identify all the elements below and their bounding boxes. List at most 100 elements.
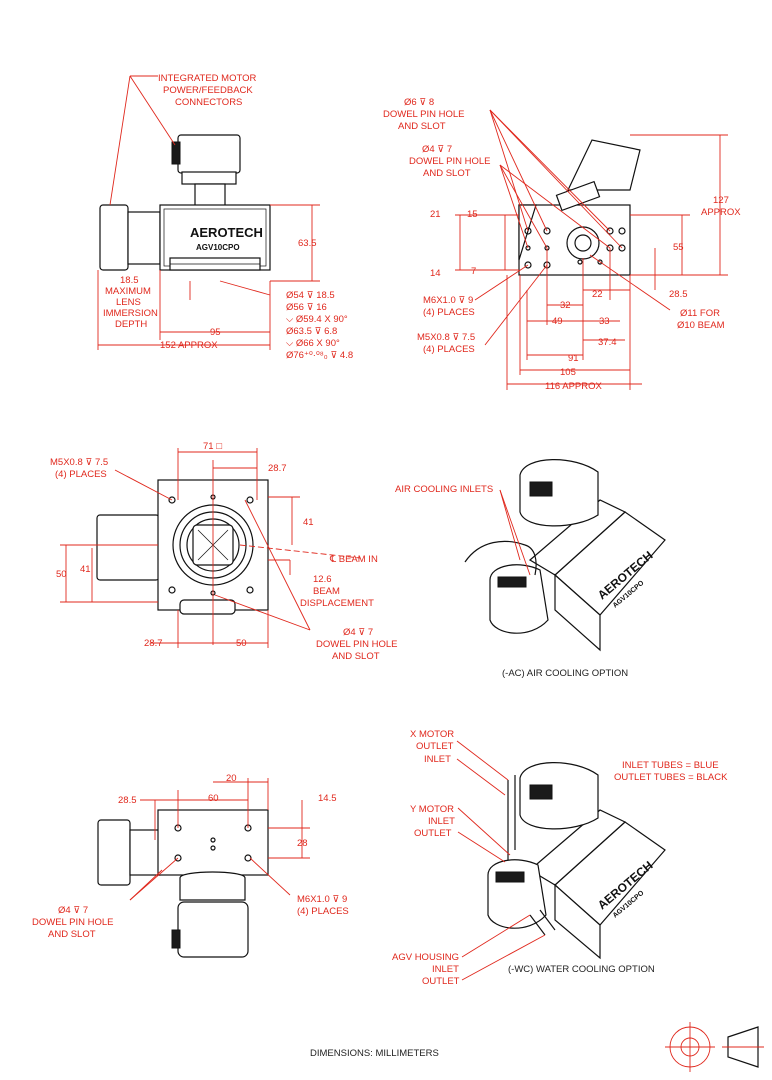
water-housing-side [554, 883, 601, 960]
dim-14-5: 14.5 [318, 793, 337, 804]
projection-symbol [665, 1022, 764, 1072]
dim-28-7-top: 28.7 [268, 463, 287, 474]
bottom-side-motor [97, 819, 131, 886]
dim-91: 91 [568, 353, 579, 364]
water-cooling-iso: AEROTECH AGV10CPO [456, 740, 666, 981]
dim-116: 116 APPROX [545, 381, 603, 392]
bottom-motor [177, 901, 249, 958]
housing-model: AGV10CPO [196, 243, 240, 252]
units-note: DIMENSIONS: MILLIMETERS [310, 1048, 439, 1059]
water-housing-top [528, 809, 627, 886]
dim-22: 22 [592, 289, 603, 300]
agv-housing: AGV HOUSING [392, 952, 459, 963]
bore-spec-6: Ø76⁺⁰·⁰⁸₀ ⊽ 4.8 [286, 350, 353, 361]
dim-lens-2: MAXIMUM [105, 286, 151, 297]
dim-63-5: 63.5 [298, 238, 317, 249]
x-motor: X MOTOR [410, 729, 454, 740]
dim-28-5: 28.5 [669, 289, 688, 300]
top-dowel-3: AND SLOT [332, 651, 380, 662]
dim-14: 14 [430, 268, 441, 279]
b-m6-2: (4) PLACES [297, 906, 349, 917]
front-view: AEROTECH AGV10CPO [97, 75, 320, 350]
top-side-motor [96, 514, 160, 581]
dim-127: 127 [713, 195, 729, 206]
dim-95: 95 [210, 327, 221, 338]
m6-2: (4) PLACES [423, 307, 475, 318]
dim-lens-1: 18.5 [120, 275, 139, 286]
dowel4-1: Ø4 ⊽ 7 [422, 144, 452, 155]
bore-spec-2: Ø56 ⊽ 16 [286, 302, 327, 313]
air-caption: (-AC) AIR COOLING OPTION [502, 668, 628, 679]
air-inlets: AIR COOLING INLETS [395, 484, 493, 495]
dim-32: 32 [560, 300, 571, 311]
air-top-motor [519, 459, 599, 527]
top-dowel-2: DOWEL PIN HOLE [316, 639, 397, 650]
x-motor-inlet: INLET [424, 754, 451, 765]
dim-lens-5: DEPTH [115, 319, 147, 330]
side-chamfer [518, 204, 537, 261]
disp-3: DISPLACEMENT [300, 598, 374, 609]
top-m5-2: (4) PLACES [55, 469, 107, 480]
housing-brand: AEROTECH [190, 225, 263, 240]
callout-connectors-1: INTEGRATED MOTOR [158, 73, 256, 84]
motor-neck [194, 183, 226, 207]
bore-spec-4: Ø63.5 ⊽ 6.8 [286, 326, 337, 337]
dim-7: 7 [471, 266, 476, 277]
side-motor [99, 204, 129, 271]
air-housing-side [554, 573, 601, 652]
bottom-motor-neck [179, 871, 246, 901]
side-view [455, 109, 728, 390]
bottom-view [97, 778, 310, 958]
beam-hole-2: Ø10 BEAM [677, 320, 725, 331]
disp-2: BEAM [313, 586, 340, 597]
side-housing [518, 204, 631, 276]
dim-41-left: 41 [80, 564, 91, 575]
beam-hole-1: Ø11 FOR [680, 308, 720, 319]
dowel6-2: DOWEL PIN HOLE [383, 109, 464, 120]
water-top-motor [519, 762, 599, 830]
water-side-motor [487, 859, 547, 929]
y-motor-inlet: INLET [428, 816, 455, 827]
dim-50-bottom: 50 [236, 638, 247, 649]
tubes-outlet: OUTLET TUBES = BLACK [614, 772, 728, 783]
air-side-motor [489, 564, 549, 634]
dim-152: 152 APPROX [160, 340, 218, 351]
x-motor-outlet: OUTLET [416, 741, 454, 752]
y-motor: Y MOTOR [410, 804, 454, 815]
dim-60: 60 [208, 793, 219, 804]
top-view [60, 448, 361, 648]
beam-hole [574, 234, 592, 252]
dim-lens-3: LENS [116, 297, 141, 308]
bore-spec-5: ⌵ Ø66 X 90° [286, 338, 340, 349]
bore-spec-1: Ø54 ⊽ 18.5 [286, 290, 335, 301]
dim-lens-4: IMMERSION [103, 308, 158, 319]
dowel4-3: AND SLOT [423, 168, 471, 179]
b-dowel-1: Ø4 ⊽ 7 [58, 905, 88, 916]
dim-50-left: 50 [56, 569, 67, 580]
dowel6-1: Ø6 ⊽ 8 [404, 97, 434, 108]
dim-127-approx: APPROX [701, 207, 741, 218]
dim-55: 55 [673, 242, 684, 253]
dim-49: 49 [552, 316, 563, 327]
top-m5-1: M5X0.8 ⊽ 7.5 [50, 457, 108, 468]
dim-28: 28 [297, 838, 308, 849]
dim-33: 33 [599, 316, 610, 327]
dim-28-7-bottom: 28.7 [144, 638, 163, 649]
air-cooling-iso: AEROTECH AGV10CPO [464, 459, 666, 652]
b-m6-1: M6X1.0 ⊽ 9 [297, 894, 347, 905]
callout-connectors-2: POWER/FEEDBACK [163, 85, 253, 96]
connector-block [171, 141, 181, 165]
disp-1: 12.6 [313, 574, 332, 585]
m6-1: M6X1.0 ⊽ 9 [423, 295, 473, 306]
agv-inlet: INLET [432, 964, 459, 975]
water-caption: (-WC) WATER COOLING OPTION [508, 964, 655, 975]
side-motor-body [567, 139, 641, 191]
dim-41-right: 41 [303, 517, 314, 528]
bore-spec-3: ⌵ Ø59.4 X 90° [286, 314, 348, 325]
y-motor-outlet: OUTLET [414, 828, 452, 839]
callout-connectors-3: CONNECTORS [175, 97, 242, 108]
dowel6-3: AND SLOT [398, 121, 446, 132]
top-dowel-1: Ø4 ⊽ 7 [343, 627, 373, 638]
dim-37-4: 37.4 [598, 337, 617, 348]
b-dim-28-5: 28.5 [118, 795, 137, 806]
